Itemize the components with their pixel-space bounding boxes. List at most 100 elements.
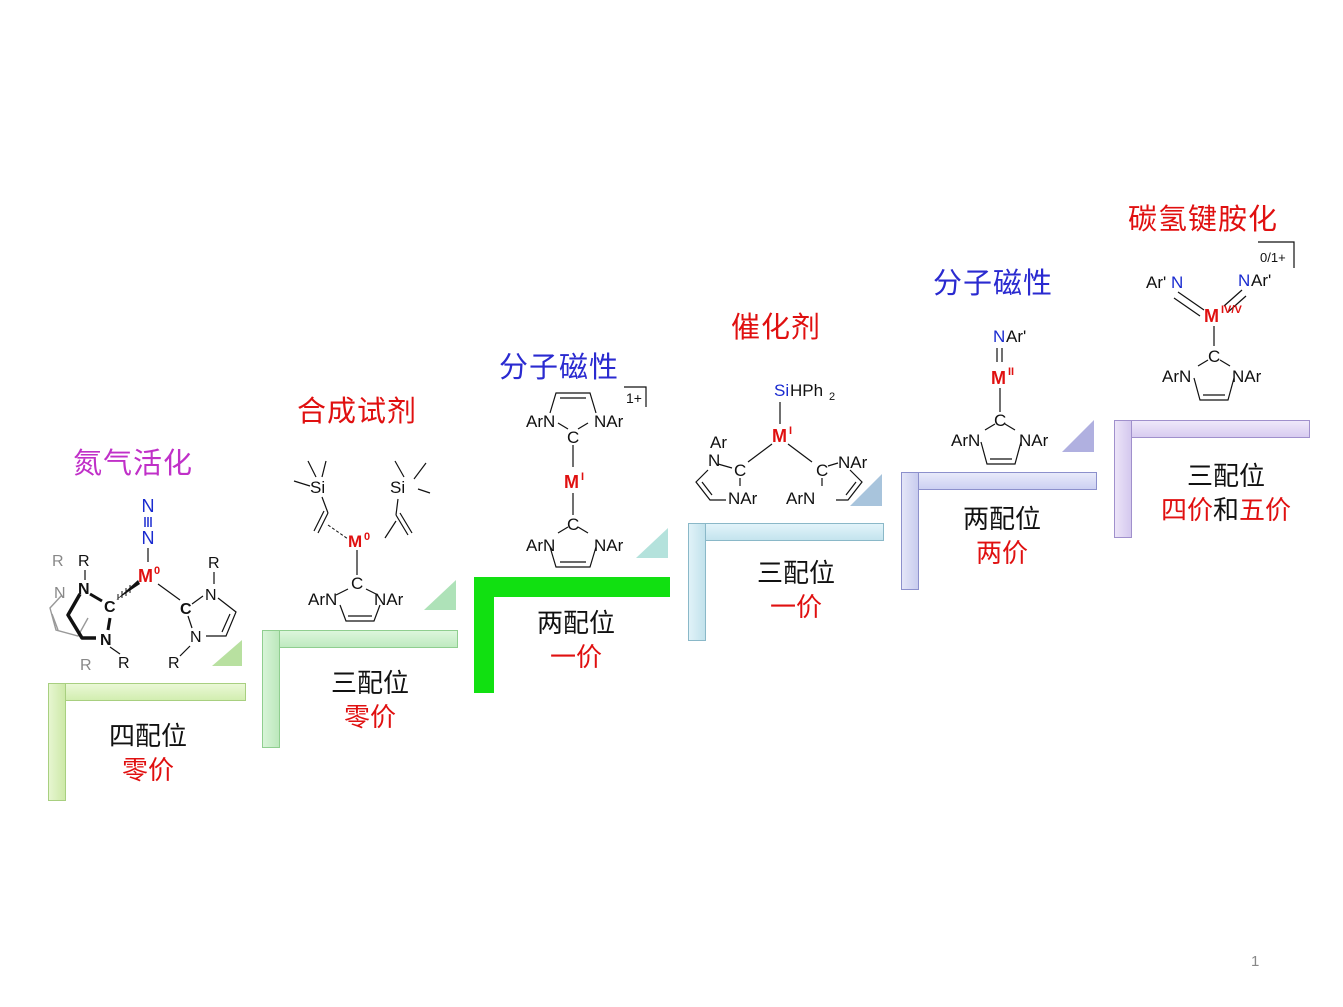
carbene-c: C [351,574,363,593]
metal-oxidation-state: IV/V [1221,304,1242,316]
step-3-valence: 一价 [549,643,602,673]
carbene-c-bottom: C [567,515,579,534]
ar-prime-left: Ar' [1146,273,1166,292]
step-1-title: 氮气活化 [73,446,194,480]
step-1-labels: 四配位 零价 [88,720,208,788]
nar-right: NAr [374,590,404,609]
step-6-structure: 0/1+ Ar' N N Ar' M IV/V C ArN NAr [1146,241,1295,401]
step-1-arrow-triangle [212,640,242,666]
nar-left: NAr [728,489,758,508]
step-5-valence: 两价 [975,539,1028,569]
nar-top-right: NAr [594,412,624,431]
step-5-title: 分子磁性 [933,266,1054,300]
r-3: R [208,555,220,572]
carbene-c-right: C [816,461,828,480]
step-4-valence: 一价 [769,593,822,623]
step-3-coordination: 两配位 [536,609,615,639]
valence-part-2: 和 [1212,496,1239,526]
step-5-structure: N Ar' M II C ArN NAr [951,327,1049,465]
step-2-valence: 零价 [343,703,396,733]
carbene-c: C [1208,347,1220,366]
silyl-hph: HPh [790,381,823,400]
step-2-arrow-triangle [424,580,456,610]
step-3-arrow-triangle [636,528,668,558]
step-4-arrow-triangle [850,474,882,506]
step-2-coordination: 三配位 [330,669,409,699]
charge-label: 1+ [626,390,642,406]
n-1: N [78,581,90,598]
c-1: C [104,599,116,616]
step-2-structure: Si Si M 0 C ArN NAr [293,460,431,622]
step-2-labels: 三配位 零价 [310,667,430,735]
silyl-subscript: 2 [829,391,835,403]
step-6-title: 碳氢键胺化 [1128,202,1279,236]
si-2: Si [390,478,405,497]
imido-n: N [993,327,1005,346]
step-6-valence: 四价和五价 [1148,494,1304,528]
imido-n-right: N [1238,271,1250,290]
n-3: N [205,587,217,604]
step-4-structure: Si HPh 2 M I Ar N C NAr C NAr ArN [695,381,868,508]
ar-prime-right: Ar' [1251,271,1271,290]
carbene-c-left: C [734,461,746,480]
carbene-c-top: C [567,428,579,447]
page-number: 1 [1251,953,1260,970]
nar-right: NAr [1232,367,1262,386]
arn-top-left: ArN [526,412,555,431]
charge-label: 0/1+ [1260,250,1286,265]
silyl-si: Si [774,381,789,400]
arn-left: ArN [1162,367,1191,386]
nar-right: NAr [1019,431,1049,450]
metal-center: M [564,472,579,492]
step-4-coordination: 三配位 [756,559,835,589]
n2-top-atom: N [142,496,155,516]
nar-bottom-right: NAr [594,536,624,555]
ar-left: Ar [710,433,727,452]
step-1-structure: N N M 0 R N R R N C N R [49,496,237,674]
n-2: N [100,632,112,649]
step-3-structure: 1+ ArN NAr C M I C ArN NAr [526,386,647,568]
step-4-labels: 三配位 一价 [736,557,856,625]
metal-center: M [348,532,362,551]
step-2-title: 合成试剂 [297,394,418,428]
arn-left: ArN [951,431,980,450]
imido-ar-prime: Ar' [1006,327,1026,346]
step-5-arrow-triangle [1062,420,1094,452]
nar-right: NAr [838,453,868,472]
metal-oxidation-state: 0 [154,565,160,577]
step-3-title: 分子磁性 [499,350,620,384]
n-4: N [190,629,202,646]
r-1: R [78,553,90,570]
arn-right: ArN [786,489,815,508]
metal-center: M [991,368,1006,388]
r-grey-2: R [80,657,92,674]
step-6-labels: 三配位 四价和五价 [1148,460,1304,528]
imido-n-left: N [1171,273,1183,292]
n2-bottom-atom: N [142,528,155,548]
r-grey-1: R [52,553,64,570]
metal-center: M [1204,306,1219,326]
arn-bottom-left: ArN [526,536,555,555]
r-2: R [118,655,130,672]
step-5-labels: 两配位 两价 [942,503,1062,571]
step-5-coordination: 两配位 [962,505,1041,535]
metal-oxidation-state: I [789,425,792,437]
metal-oxidation-state: I [581,471,584,483]
step-3-labels: 两配位 一价 [516,607,636,675]
valence-part-1: 四价 [1160,496,1213,526]
metal-center: M [138,566,153,586]
c-2: C [180,601,192,618]
step-6-coordination: 三配位 [1186,462,1265,492]
n-left: N [708,451,720,470]
si-1: Si [310,478,325,497]
metal-oxidation-state: II [1008,366,1014,378]
arn-left: ArN [308,590,337,609]
step-4-title: 催化剂 [731,310,822,344]
valence-part-3: 五价 [1239,496,1292,526]
r-4: R [168,655,180,672]
carbene-c: C [994,411,1006,430]
n-grey: N [54,585,66,602]
step-1-coordination: 四配位 [108,722,187,752]
metal-center: M [772,426,787,446]
step-1-valence: 零价 [121,756,174,786]
